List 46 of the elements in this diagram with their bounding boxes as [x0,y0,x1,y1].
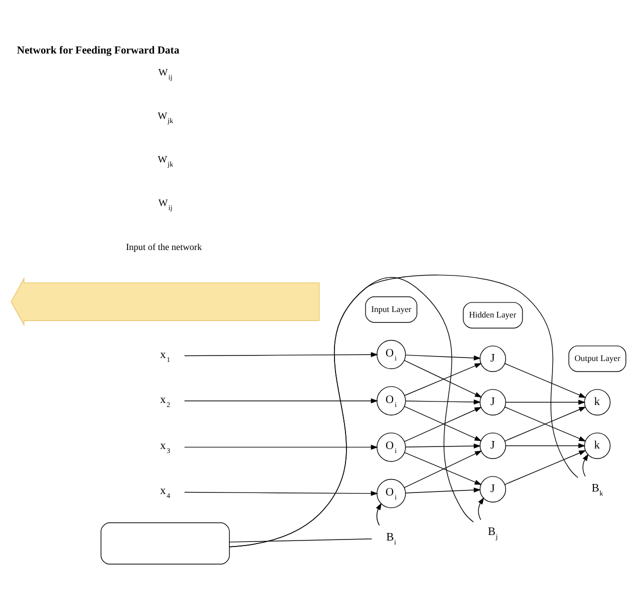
arrow [405,354,481,360]
node-arrow [10,277,320,326]
label: W$_{ij}$ [158,198,172,212]
node-text: x$_{1}$ [160,348,170,364]
node-text: B$_{k}$ [592,482,604,498]
arrow [505,443,586,448]
node-circle: k [584,432,611,459]
node-text: B$_{j}$ [488,526,498,541]
connector [229,538,372,542]
node-circle: k [584,389,611,416]
node-circle: O$_{i}$ [376,386,406,416]
arrow [504,450,586,485]
label: W$_{ij}$ [158,67,172,82]
connector [229,274,578,548]
node-box: Output Layer [568,346,626,372]
label: Input of the network [126,242,202,253]
arrow [504,363,586,398]
node-box: Hidden Layer [462,302,523,328]
node-circle: O$_{i}$ [376,340,406,370]
arrow [405,400,481,404]
node-circle: O$_{i}$ [376,478,406,508]
label: W$_{jk}$ [158,154,174,168]
arrow [184,352,378,358]
node-text: x$_{3}$ [160,440,170,456]
arrow [376,502,382,526]
arrow [582,454,589,477]
arrow [505,400,586,405]
arrow [405,488,481,494]
arrow [478,497,484,520]
node-text: x$_{4}$ [160,485,170,500]
label: W$_{jk}$ [158,110,174,125]
diagram-title: Network for Feeding Forward Data [16,44,180,57]
arrow [184,490,378,496]
node-text: B$_{i}$ [386,531,396,546]
node-box [100,522,230,564]
node-circle: O$_{i}$ [376,432,406,462]
node-text: x$_{2}$ [160,394,170,409]
node-circle: J [480,346,506,372]
node-circle: J [480,389,506,416]
node-circle: J [480,476,506,502]
node-box: Input Layer [365,296,418,323]
arrow [184,444,378,450]
arrow [504,406,586,442]
node-circle: J [480,432,506,459]
arrow [184,398,378,404]
arrow [405,444,481,449]
